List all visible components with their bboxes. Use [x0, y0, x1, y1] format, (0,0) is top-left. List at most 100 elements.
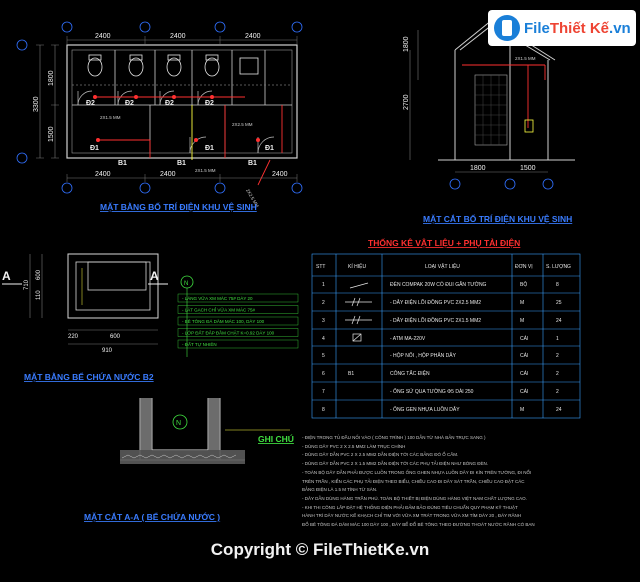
plan-wire-label-a: 2X1.5 MM — [100, 115, 121, 120]
plan-dim-bottom-2: 2400 — [160, 171, 176, 178]
layer-box — [177, 305, 299, 314]
table-cell: - ỐNG SỨ QUA TƯỜNG Φ5 DÀI 250 — [390, 388, 474, 395]
tank-section-marker-left: A — [2, 269, 11, 283]
plan-dim-top-2: 2400 — [170, 33, 186, 40]
table-cell: BỘ — [520, 281, 527, 288]
section-dim-bottom-2: 1500 — [520, 165, 536, 172]
table-cell: 3 — [322, 318, 325, 324]
layer-label: - LÁNG VỮA XM MÁC 75# DÀY 20 — [182, 295, 253, 301]
plan-label-d2-4: Đ2 — [205, 100, 214, 107]
note-line: - DÙNG DÂY DẪN PVC 2 X 2.5 MM2 DẪN ĐIỆN … — [302, 452, 459, 458]
tank-dim-bottom-2: 600 — [110, 334, 121, 340]
table-title: THỐNG KÊ VẬT LIỆU + PHỤ TẢI ĐIỆN — [368, 237, 520, 248]
water-tank-plan: A A 710 600 110 220 600 910 MẶT BẰNG BỂ … — [2, 253, 299, 382]
section-aa-north-label: N — [176, 420, 181, 427]
tank-dim-left-2: 600 — [36, 269, 42, 280]
table-cell: - ATM MA-220V — [390, 336, 426, 342]
tank-section-marker-right: A — [150, 269, 159, 283]
table-cell: 6 — [322, 371, 325, 377]
plan-label-d2-1: Đ2 — [86, 100, 95, 107]
table-cell: CÔNG TẮC ĐIỆN — [390, 369, 430, 377]
section-title: MẶT CẮT BỐ TRÍ ĐIỆN KHU VỆ SINH — [423, 213, 572, 224]
plan-label-d1-1: Đ1 — [90, 145, 99, 152]
table-cell: 8 — [556, 282, 559, 288]
notes-title: GHI CHÚ — [258, 433, 294, 444]
section-dim-left-1: 1800 — [403, 36, 410, 52]
table-cell: 1 — [322, 282, 325, 288]
table-header-unit: ĐƠN VỊ — [515, 264, 533, 270]
layer-box — [177, 293, 299, 303]
layer-box — [177, 339, 299, 349]
layer-label: - ĐẤT TỰ NHIÊN — [182, 340, 217, 347]
section-dim-left-2: 2700 — [403, 94, 410, 110]
section-wire-label: 2X1.5 MM — [515, 56, 536, 61]
tank-dim-bottom-3: 910 — [102, 348, 113, 354]
file-logo-icon — [494, 15, 520, 41]
table-cell: 2 — [322, 300, 325, 306]
logo-text: FileThiết Kế.vn — [524, 19, 631, 37]
copyright-text: Copyright © FileThietKe.vn — [210, 540, 430, 559]
section-view: 2X1.5 MM 1800 2700 1800 1500 MẶT CẮT BỐ … — [403, 19, 575, 224]
plan-label-b1-3: B1 — [248, 160, 257, 167]
table-cell: CÁI — [520, 352, 528, 359]
note-line: - KHI THI CÔNG LẮP ĐẶT HỆ THỐNG ĐIỆN PHẢ… — [302, 504, 518, 510]
plan-label-d1-2: Đ1 — [205, 145, 214, 152]
plan-label-d2-2: Đ2 — [125, 100, 134, 107]
note-line: ĐỔ BÊ TÔNG ĐÁ DĂM MÁC 100 DÀY 100 , ĐÁY … — [302, 522, 535, 528]
table-cell: M — [520, 318, 524, 324]
note-line: - DÙNG DÂY PVC 2 X 2.5 MM2 LÀM TRỤC CHÍN… — [302, 443, 406, 449]
floor-plan: Đ2 Đ2 Đ2 Đ2 Đ1 Đ1 Đ1 B1 B1 B1 2X1.5 MM 2… — [16, 21, 303, 212]
tank-dim-bottom-1: 220 — [68, 334, 79, 340]
plan-dim-left-1: 1800 — [48, 70, 55, 86]
plan-dim-bottom-1: 2400 — [95, 171, 111, 178]
plan-label-b1-1: B1 — [118, 160, 127, 167]
note-line: HÀNH TRÌ DÂY NƯỚC KẾ KHẠCH CHỈ TIM VỚI V… — [302, 513, 522, 519]
layer-label: - BÊ TÔNG ĐÁ DĂM MÁC 100, DÀY 100 — [182, 317, 265, 324]
section-aa: N MẶT CẮT A-A ( BỂ CHỨA NƯỚC ) — [84, 398, 290, 522]
plan-label-b1-2: B1 — [177, 160, 186, 167]
table-cell: 24 — [556, 318, 562, 324]
table-header-qty: S. LƯỢNG — [546, 264, 571, 270]
plan-label-d1-3: Đ1 — [265, 145, 274, 152]
tank-title: MẶT BẰNG BỂ CHỨA NƯỚC B2 — [24, 371, 154, 382]
plan-wire-label-b: 2X2.5 MM — [232, 122, 253, 127]
table-cell: - ỐNG GEN NHỰA LUỒN DÂY — [390, 406, 460, 413]
plan-label-d2-3: Đ2 — [165, 100, 174, 107]
plan-title: MẶT BẰNG BỐ TRÍ ĐIỆN KHU VỆ SINH — [100, 201, 257, 212]
plan-dim-top-1: 2400 — [95, 33, 111, 40]
wire-symbol-icon — [349, 282, 369, 289]
materials-table: THỐNG KÊ VẬT LIỆU + PHỤ TẢI ĐIỆN STT KÍ … — [311, 237, 581, 419]
tank-dim-left-3: 110 — [36, 290, 42, 300]
plan-dim-top-3: 2400 — [245, 33, 261, 40]
table-cell: 1 — [556, 336, 559, 342]
table-cell: 8 — [322, 407, 325, 413]
table-cell: CÁI — [520, 370, 528, 377]
table-cell: - DÂY ĐIỆN LÕI ĐỒNG PVC 2X1.5 MM2 — [390, 316, 481, 324]
notes-list: - ĐIỆN TRONG TỦ ĐẦU NỐI VÀO ( CÔNG TRÌNH… — [302, 434, 632, 530]
note-line: - DÙNG DÂY DẪN PVC 2 X 1.5 MM2 DẪN ĐIỆN … — [302, 461, 488, 467]
section-aa-title: MẶT CẮT A-A ( BỂ CHỨA NƯỚC ) — [84, 511, 220, 522]
plan-dim-left-2: 1500 — [48, 126, 55, 142]
table-header-material: LOẠI VẬT LIỆU — [425, 262, 460, 270]
table-cell: CÁI — [520, 388, 528, 395]
table-cell: ĐÈN COMPAK 20W CÓ ĐUI GẮN TƯỜNG — [390, 280, 487, 288]
table-cell: - HỘP NỐI , HỘP PHÂN DÂY — [390, 352, 457, 359]
layer-box — [177, 316, 299, 326]
tank-dim-left-1: 710 — [24, 279, 30, 290]
plan-wire-label-c: 2X1.5 MM — [195, 168, 216, 173]
table-header-stt: STT — [316, 264, 325, 270]
table-cell: M — [520, 407, 524, 413]
table-cell: 2 — [556, 353, 559, 359]
table-cell: M — [520, 300, 524, 306]
table-cell: B1 — [348, 371, 354, 377]
layer-label: - LỚP ĐẤT ĐẮP ĐẦM CHẶT K=0.92 DÀY 100 — [182, 329, 275, 336]
table-cell: 25 — [556, 300, 562, 306]
note-line: - DÂY DẪN DÙNG HÀNG TRẦN PHÚ. TOÀN BỘ TH… — [302, 495, 527, 501]
table-cell: 2 — [556, 371, 559, 377]
plan-dim-left-total: 3300 — [33, 96, 40, 112]
site-logo[interactable]: FileThiết Kế.vn — [488, 10, 636, 46]
note-line: BẢNG ĐIỆN LÀ 1.5 M TÍNH TỪ SÀN. — [302, 487, 378, 493]
table-cell: 4 — [322, 336, 325, 342]
plan-dim-bottom-3: 2400 — [272, 171, 288, 178]
